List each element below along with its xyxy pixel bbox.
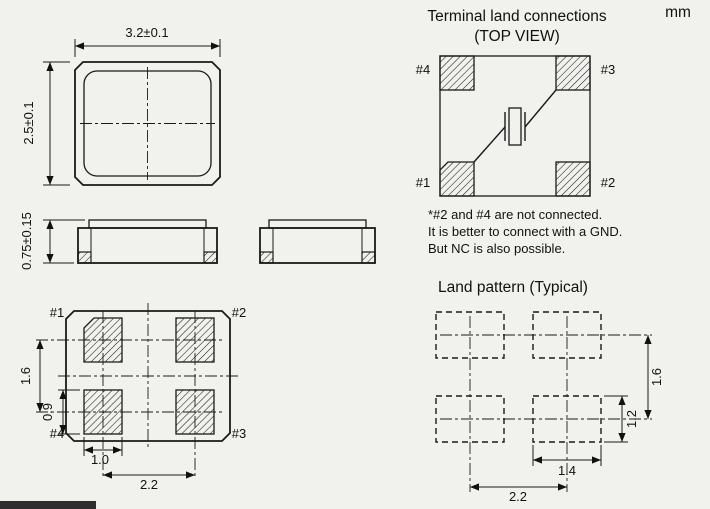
note-line-3: But NC is also possible. bbox=[428, 241, 565, 256]
crystal-symbol bbox=[473, 89, 557, 163]
terminal-metal bbox=[203, 251, 218, 264]
pad-1-label: #1 bbox=[50, 305, 64, 320]
dim-land-pad-height: 1.2 bbox=[604, 395, 639, 443]
dim-package-width-label: 3.2±0.1 bbox=[125, 25, 168, 40]
crystal-element bbox=[508, 107, 522, 146]
dim-land-column-pitch-label: 2.2 bbox=[509, 489, 527, 504]
dim-package-width: 3.2±0.1 bbox=[74, 25, 221, 57]
land-pattern: Land pattern (Typical) 1.6 1.2 1.4 2.2 bbox=[435, 279, 664, 504]
terminal-connections-subtitle: (TOP VIEW) bbox=[474, 28, 560, 45]
pad-4 bbox=[439, 55, 475, 91]
dim-package-height-label: 2.5±0.1 bbox=[21, 101, 36, 144]
terminal-metal bbox=[77, 251, 92, 264]
package-top-outline bbox=[439, 55, 591, 197]
dim-pad-width: 1.0 bbox=[83, 437, 123, 467]
dim-land-pad-width-label: 1.4 bbox=[558, 463, 576, 478]
dim-pad-row-pitch-label: 1.6 bbox=[18, 367, 33, 385]
note-line-1: *#2 and #4 are not connected. bbox=[428, 207, 602, 222]
pad-1 bbox=[439, 161, 475, 197]
dim-pad-height: 0.9 bbox=[40, 389, 80, 435]
bottom-view: #1 #2 #4 #3 1.6 0.9 1.0 2.2 bbox=[18, 303, 246, 492]
dim-package-thickness: 0.75±0.15 bbox=[19, 212, 85, 270]
dim-package-thickness-label: 0.75±0.15 bbox=[19, 212, 34, 270]
dim-pad-row-pitch: 1.6 bbox=[18, 340, 44, 412]
terminal-connections-title: Terminal land connections bbox=[427, 8, 606, 25]
bottom-outline bbox=[65, 310, 231, 442]
top-view: 3.2±0.1 2.5±0.1 bbox=[21, 25, 221, 186]
dim-pad-column-pitch: 2.2 bbox=[103, 471, 195, 492]
body-profile bbox=[259, 227, 376, 264]
terminal-metal bbox=[259, 251, 274, 264]
dim-pad-width-label: 1.0 bbox=[91, 452, 109, 467]
dim-land-pad-width: 1.4 bbox=[532, 445, 602, 478]
dim-pad-column-pitch-label: 2.2 bbox=[140, 477, 158, 492]
dim-land-column-pitch: 2.2 bbox=[470, 483, 567, 504]
lid-profile bbox=[268, 219, 367, 229]
body-profile bbox=[77, 227, 218, 264]
note-line-2: It is better to connect with a GND. bbox=[428, 224, 622, 239]
pad-2 bbox=[555, 161, 591, 197]
dim-package-height: 2.5±0.1 bbox=[21, 61, 70, 186]
package-body-outline bbox=[74, 61, 221, 186]
land-pad bbox=[435, 311, 505, 359]
pad-2-label: #2 bbox=[601, 175, 615, 190]
pad-2 bbox=[175, 317, 215, 363]
bottom-edge-artifact bbox=[0, 501, 96, 509]
lid-profile bbox=[88, 219, 207, 229]
unit-label: mm bbox=[665, 4, 691, 21]
land-pad bbox=[532, 311, 602, 359]
pad-3 bbox=[555, 55, 591, 91]
side-view-end bbox=[259, 219, 376, 264]
land-pad bbox=[532, 395, 602, 443]
side-view-front bbox=[77, 219, 218, 264]
lead-to-pad-3 bbox=[524, 89, 557, 128]
land-pattern-title: Land pattern (Typical) bbox=[438, 279, 588, 296]
pad-3-label: #3 bbox=[232, 426, 246, 441]
land-pad bbox=[435, 395, 505, 443]
dim-pad-height-label: 0.9 bbox=[40, 403, 55, 421]
pad-2-label: #2 bbox=[232, 305, 246, 320]
lead-to-pad-1 bbox=[473, 126, 506, 163]
pad-4-label: #4 bbox=[416, 62, 430, 77]
pad-3 bbox=[175, 389, 215, 435]
dim-land-pad-height-label: 1.2 bbox=[624, 410, 639, 428]
dim-land-row-pitch: 1.6 bbox=[644, 335, 664, 419]
pad-1-label: #1 bbox=[416, 175, 430, 190]
dim-land-row-pitch-label: 1.6 bbox=[649, 368, 664, 386]
pad-4 bbox=[83, 389, 123, 435]
terminal-land-connections: Terminal land connections (TOP VIEW) #4 … bbox=[416, 8, 623, 256]
pad-1 bbox=[83, 317, 123, 363]
pad-3-label: #3 bbox=[601, 62, 615, 77]
terminal-metal bbox=[361, 251, 376, 264]
